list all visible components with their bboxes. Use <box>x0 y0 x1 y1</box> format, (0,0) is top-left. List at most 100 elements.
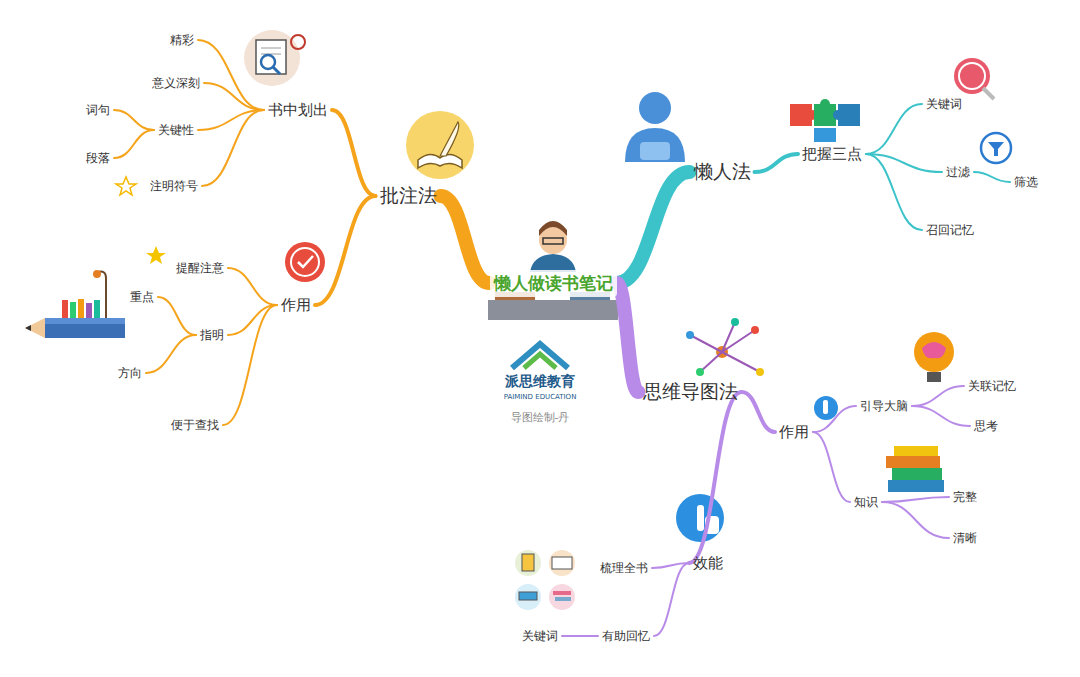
branch-line <box>912 386 964 406</box>
credit-note: 导图绘制-丹 <box>511 410 570 425</box>
topic-text: 段落 <box>86 150 110 167</box>
branch-line <box>755 154 799 172</box>
topic-text: 便于查找 <box>171 417 219 434</box>
topic-node: 方向 <box>114 363 146 384</box>
topic-text: 筛选 <box>1014 174 1038 191</box>
topic-text: 批注法 <box>380 183 437 209</box>
document-icon <box>244 30 305 86</box>
topic-text: 作用 <box>281 296 311 315</box>
star-icon <box>146 246 166 264</box>
branch-line <box>315 196 376 305</box>
topic-node: 段落 <box>82 148 114 169</box>
topic-text: 梳理全书 <box>600 560 648 577</box>
topic-text: 词句 <box>86 102 110 119</box>
puzzle-icon <box>790 99 860 142</box>
topic-text: 过滤 <box>946 164 970 181</box>
topic-node: 关联记忆 <box>964 376 1020 397</box>
keyword-icon <box>954 58 994 99</box>
topic-text: 引导大脑 <box>860 398 908 415</box>
check-icon <box>285 242 325 282</box>
topic-node: 指明 <box>196 325 228 346</box>
topic-text: 方向 <box>118 365 142 382</box>
topic-node: 筛选 <box>1010 172 1042 193</box>
topic-node: 书中划出 <box>264 99 332 122</box>
branch-line <box>114 110 154 130</box>
topic-node: 精彩 <box>166 30 198 51</box>
topic-text: 作用 <box>779 423 809 442</box>
topic-node: 注明符号 <box>146 176 202 197</box>
branch-line <box>114 130 154 158</box>
branch-line <box>866 154 942 172</box>
topic-node: 作用 <box>775 421 813 444</box>
topic-node: 引导大脑 <box>856 396 912 417</box>
topic-node: 效能 <box>689 552 727 575</box>
topic-text: 关键词 <box>926 96 962 113</box>
topic-node: 批注法 <box>376 181 441 211</box>
topic-node: 有助回忆 <box>598 626 654 647</box>
central-topic: 懒人做读书笔记 <box>490 270 617 297</box>
star-icon <box>116 177 136 195</box>
branch-line <box>912 406 970 426</box>
branch-line <box>813 432 850 502</box>
topic-node: 清晰 <box>949 528 981 549</box>
topic-text: 注明符号 <box>150 178 198 195</box>
branch-line <box>332 110 376 196</box>
branch-line <box>866 154 922 230</box>
branch-line <box>689 392 742 563</box>
topic-node: 过滤 <box>942 162 974 183</box>
topic-text: 关键性 <box>158 122 194 139</box>
main-branch <box>617 172 690 283</box>
branch-line <box>146 335 196 373</box>
topic-node: 关键性 <box>154 120 198 141</box>
topic-node: 把握三点 <box>798 143 866 166</box>
quill-icon <box>406 111 474 179</box>
logo-text: 派思维教育 <box>505 373 575 391</box>
topic-node: 词句 <box>82 100 114 121</box>
mindmap-icon <box>686 318 764 376</box>
topic-text: 指明 <box>200 327 224 344</box>
branch-line <box>882 502 949 538</box>
branch-line <box>562 635 598 637</box>
topic-node: 懒人法 <box>690 157 755 187</box>
filter-icon <box>981 133 1011 163</box>
topic-text: 有助回忆 <box>602 628 650 645</box>
topic-text: 效能 <box>693 554 723 573</box>
books-grid-icon <box>515 550 575 610</box>
topic-node: 重点 <box>126 287 158 308</box>
main-branch <box>617 283 639 392</box>
logo-mark <box>512 344 568 368</box>
branch-line <box>742 392 776 432</box>
topic-node: 便于查找 <box>167 415 223 436</box>
topic-text: 重点 <box>130 289 154 306</box>
branch-line <box>866 104 922 154</box>
branch-line <box>198 40 264 110</box>
branch-line <box>158 297 196 335</box>
logo-text: PAIMIND EDUCATION <box>504 393 577 401</box>
bulb-icon <box>914 332 954 382</box>
books-icon <box>886 446 944 492</box>
topic-node: 意义深刻 <box>148 73 204 94</box>
branch-line <box>654 563 689 636</box>
branch-line <box>228 268 277 305</box>
topic-text: 关联记忆 <box>968 378 1016 395</box>
reader-figure <box>488 221 618 320</box>
topic-text: 意义深刻 <box>152 75 200 92</box>
topic-text: 思考 <box>974 418 998 435</box>
topic-text: 书中划出 <box>268 101 328 120</box>
topic-node: 思考 <box>970 416 1002 437</box>
topic-text: 提醒注意 <box>176 260 224 277</box>
branch-line <box>882 497 949 502</box>
topic-text: 知识 <box>854 494 878 511</box>
person-icon <box>625 92 685 162</box>
topic-text: 完整 <box>953 489 977 506</box>
topic-node: 提醒注意 <box>172 258 228 279</box>
topic-text: 精彩 <box>170 32 194 49</box>
branch-line <box>813 406 856 432</box>
main-branch <box>441 196 490 283</box>
pointer-icon <box>814 396 838 420</box>
topic-text: 把握三点 <box>802 145 862 164</box>
topic-text: 清晰 <box>953 530 977 547</box>
topic-text: 懒人做读书笔记 <box>494 272 613 295</box>
topic-node: 知识 <box>850 492 882 513</box>
